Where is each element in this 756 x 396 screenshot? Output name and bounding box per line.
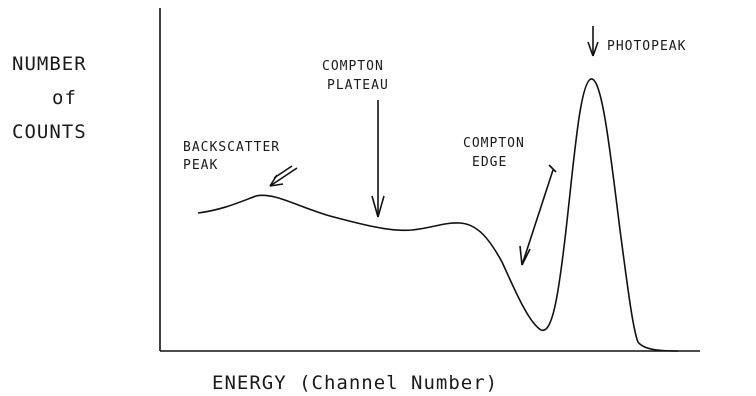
arrow-edge xyxy=(519,164,557,266)
annotation-edge-line-2: EDGE xyxy=(472,155,507,170)
annotation-plateau-line-1: COMPTON xyxy=(322,59,384,74)
annotation-edge-line-1: COMPTON xyxy=(463,136,525,151)
x-axis-label: ENERGY (Channel Number) xyxy=(212,372,498,394)
y-axis-label-line-2: of xyxy=(52,87,77,109)
annotation-backscatter-line-2: PEAK xyxy=(183,158,218,173)
annotation-plateau-line-2: PLATEAU xyxy=(327,78,389,93)
arrow-photopeak xyxy=(587,26,599,57)
annotation-photopeak: PHOTOPEAK xyxy=(607,39,686,54)
arrow-backscatter xyxy=(269,165,298,187)
y-axis-label-line-3: COUNTS xyxy=(12,121,87,143)
spectrum-curve xyxy=(197,78,679,352)
annotation-backscatter-line-1: BACKSCATTER xyxy=(183,140,280,155)
arrow-plateau xyxy=(371,100,385,218)
y-axis-label-line-1: NUMBER xyxy=(12,53,87,75)
